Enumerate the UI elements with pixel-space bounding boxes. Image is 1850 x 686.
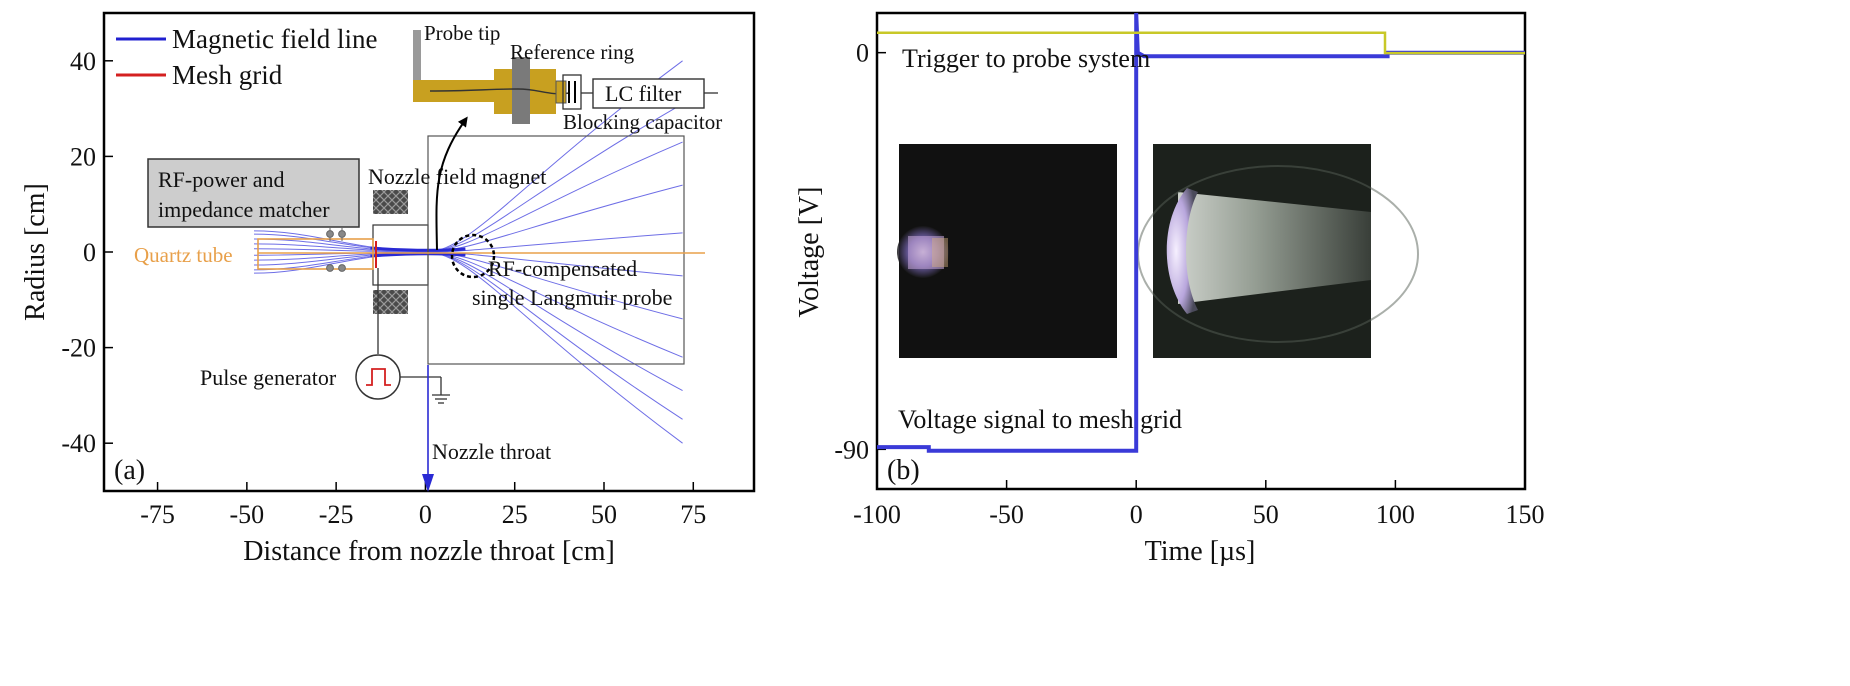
panel-b-plot-frame xyxy=(875,11,1527,491)
blocking-capacitor-label: Blocking capacitor xyxy=(563,110,722,134)
panel-b-ticks: -100 -50 0 50 100 150 -90 0 xyxy=(834,39,1544,529)
legend-label-field: Magnetic field line xyxy=(172,24,377,54)
nozzle-magnet-label: Nozzle field magnet xyxy=(368,164,546,189)
panel-a-x-tick-label: 0 xyxy=(419,500,432,529)
probe-tip-rod xyxy=(413,30,421,100)
panel-a-x-tick-label: 50 xyxy=(591,500,617,529)
voltage-signal-line xyxy=(877,12,1525,453)
panel-a-y-tick-label: -20 xyxy=(61,334,96,363)
probe-callout-arrow xyxy=(435,116,468,251)
panel-b-x-tick-label: 0 xyxy=(1130,500,1143,529)
panel-a-x-tick-label: -25 xyxy=(319,500,354,529)
panel-b-series xyxy=(877,12,1525,453)
voltage-series-label: Voltage signal to mesh grid xyxy=(898,405,1182,434)
legend-label-mesh: Mesh grid xyxy=(172,60,283,90)
quartz-tube xyxy=(257,238,374,270)
field-line-upstream xyxy=(253,243,426,253)
probe-tip-label: Probe tip xyxy=(424,21,500,45)
panel-b-y-axis-label: Voltage [V] xyxy=(794,187,825,318)
probe-connector xyxy=(555,80,567,104)
rf-power-label-line2: impedance matcher xyxy=(158,197,330,222)
nozzle-magnet-upper xyxy=(373,190,408,214)
panel-a-x-tick-label: -50 xyxy=(230,500,265,529)
nozzle-throat-arrowhead xyxy=(422,474,434,492)
panel-a-x-axis-label: Distance from nozzle throat [cm] xyxy=(243,536,615,567)
panel-b-label: (b) xyxy=(887,455,920,486)
inset-photo-plasma-on xyxy=(1137,144,1419,358)
pulse-generator-label: Pulse generator xyxy=(200,365,337,390)
panel-b-y-tick-label: 0 xyxy=(856,39,869,68)
lc-filter-box xyxy=(592,78,705,109)
reference-ring-label: Reference ring xyxy=(510,40,635,64)
panel-b-x-axis-label: Time [µs] xyxy=(1145,536,1256,567)
ground-icon xyxy=(432,377,450,404)
panel-a-ticks: -75 -50 -25 0 25 50 75 -40 -20 0 20 40 xyxy=(61,47,706,529)
probe-wire xyxy=(429,88,571,95)
nozzle-throat-label: Nozzle throat xyxy=(432,439,551,464)
lc-filter-label: LC filter xyxy=(605,81,682,106)
panel-a-x-tick-label: 75 xyxy=(680,500,706,529)
panel-a-y-tick-label: 40 xyxy=(70,47,96,76)
rf-power-box xyxy=(147,158,360,228)
exhaust-region-box xyxy=(427,135,685,365)
panel-b-x-tick-label: 100 xyxy=(1376,500,1415,529)
field-line-downstream xyxy=(425,184,683,253)
probe-label-line2: single Langmuir probe xyxy=(472,285,672,310)
panel-b-x-tick-label: -50 xyxy=(989,500,1024,529)
field-line-core xyxy=(370,246,466,252)
panel-a-y-tick-label: 20 xyxy=(70,142,96,171)
panel-a-label: (a) xyxy=(114,455,145,486)
inset-photo-plasma-off xyxy=(897,144,1117,358)
panel-a-x-tick-label: 25 xyxy=(502,500,528,529)
panel-a-y-tick-label: -40 xyxy=(61,429,96,458)
panel-a-legend: Magnetic field line Mesh grid xyxy=(116,24,377,90)
pulse-waveform xyxy=(366,368,391,386)
panel-b-x-tick-label: 50 xyxy=(1253,500,1279,529)
langmuir-probe-marker xyxy=(450,233,496,279)
panel-b-y-tick-label: -90 xyxy=(834,435,869,464)
panel-a-y-tick-label: 0 xyxy=(83,238,96,267)
quartz-tube-label: Quartz tube xyxy=(134,243,233,267)
panel-b-chart: -100 -50 0 50 100 150 -90 0 Trigger to probe sy… xyxy=(794,11,1545,567)
panel-a-x-tick-label: -75 xyxy=(140,500,175,529)
blocking-capacitor-box xyxy=(562,74,582,110)
panel-b-x-tick-label: -100 xyxy=(853,500,901,529)
rf-antenna-connectors xyxy=(326,227,346,272)
probe-label-line1: RF-compensated xyxy=(488,256,637,281)
reference-ring xyxy=(512,57,530,124)
trigger-signal-line xyxy=(877,31,1525,55)
panel-a-y-axis-label: Radius [cm] xyxy=(20,183,51,321)
pulse-generator-symbol xyxy=(355,354,401,400)
field-line-downstream xyxy=(425,232,683,253)
probe-schematic: Probe tip Reference ring LC filter Block… xyxy=(413,21,722,134)
rf-power-label-line1: RF-power and xyxy=(158,167,284,192)
field-line-core xyxy=(370,252,466,258)
trigger-series-label: Trigger to probe system xyxy=(902,44,1150,73)
field-line-upstream xyxy=(253,251,426,256)
nozzle-magnet-lower xyxy=(373,290,408,314)
panel-b-x-tick-label: 150 xyxy=(1506,500,1545,529)
